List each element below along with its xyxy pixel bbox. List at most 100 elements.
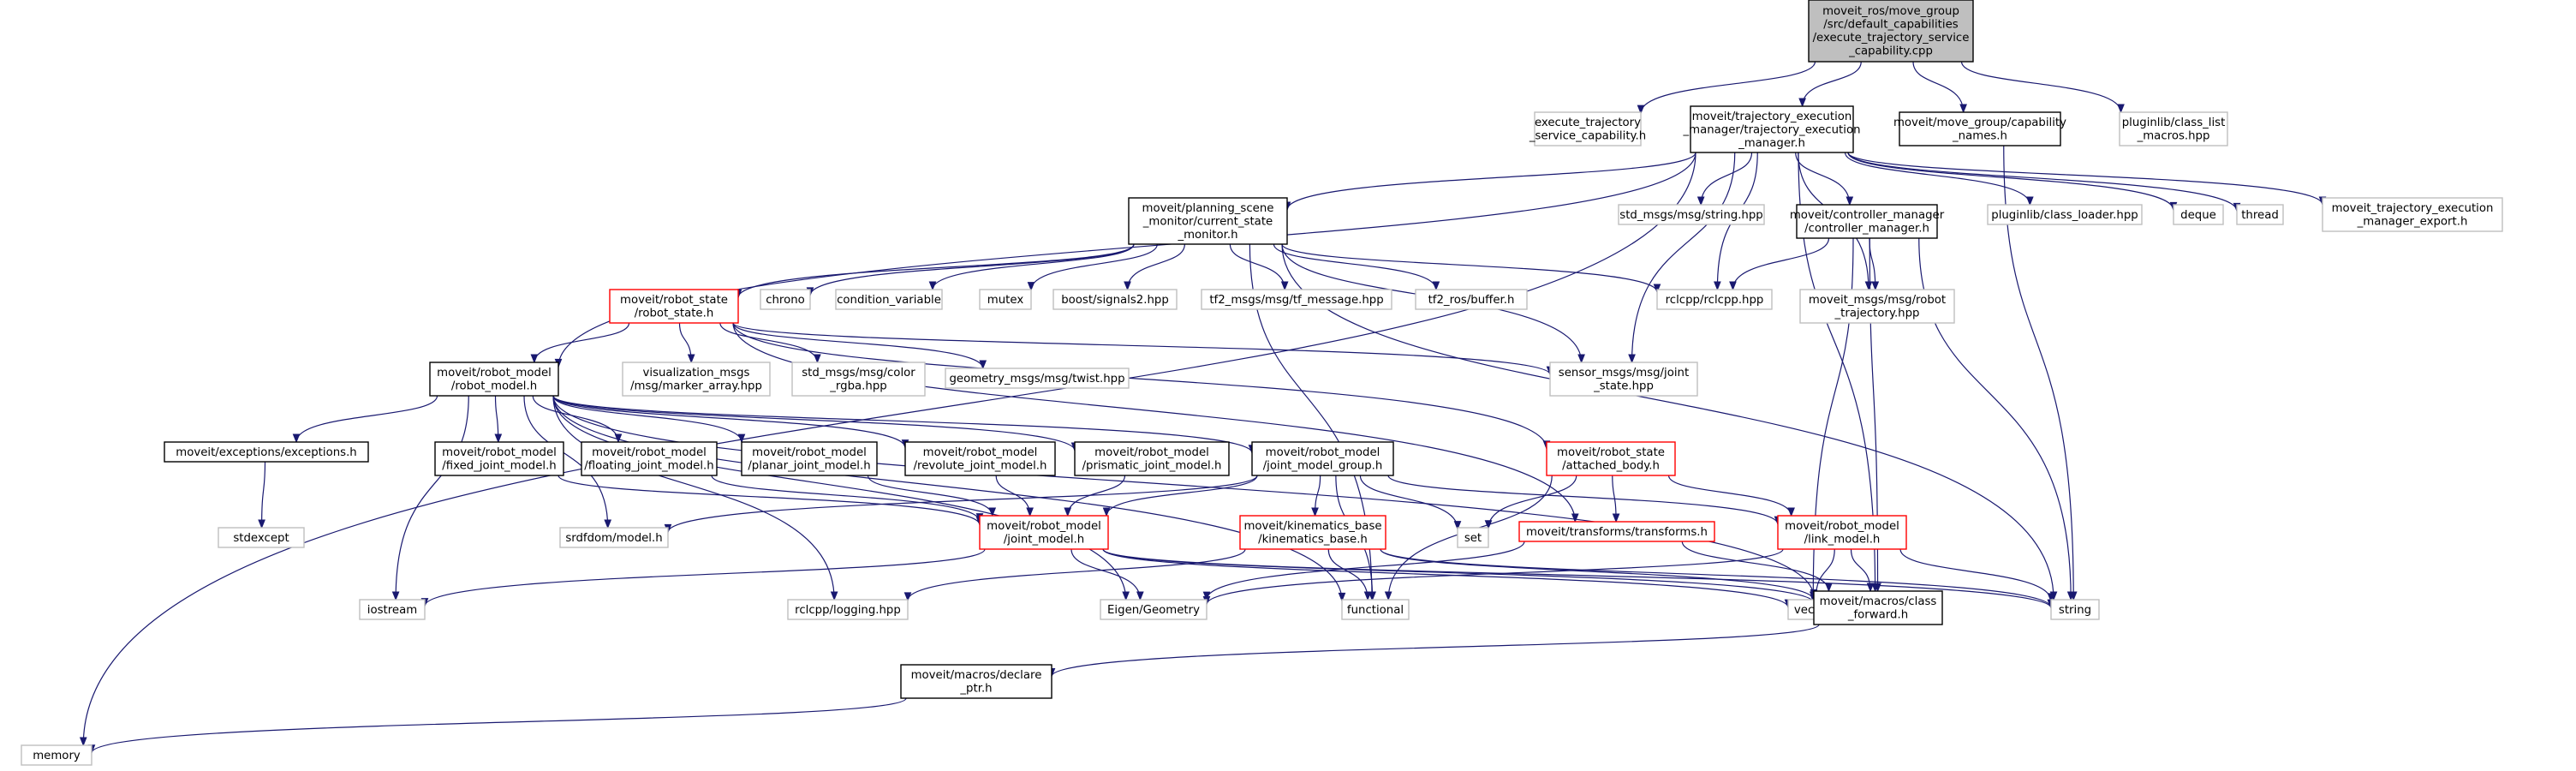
node-declareptr[interactable]: moveit/macros/declare_ptr.h: [900, 664, 1052, 699]
node-transforms[interactable]: moveit/transforms/transforms.h: [1518, 521, 1715, 542]
node-robotstate[interactable]: moveit/robot_state/robot_state.h: [609, 289, 739, 324]
node-robottraj[interactable]: moveit_msgs/msg/robot_trajectory.hpp: [1799, 289, 1955, 324]
node-label: thread: [2241, 209, 2279, 222]
node-label: functional: [1347, 604, 1404, 617]
node-attached[interactable]: moveit/robot_state/attached_body.h: [1546, 441, 1676, 476]
node-prismaticjm[interactable]: moveit/robot_model/prismatic_joint_model…: [1074, 441, 1230, 476]
node-strmsg[interactable]: std_msgs/msg/string.hpp: [1618, 204, 1765, 225]
node-label: _monitor.h: [1177, 229, 1237, 242]
edge-linkmodel-to-classfwd: [1850, 548, 1875, 593]
node-label: moveit_trajectory_execution: [2332, 202, 2494, 215]
node-planarjm[interactable]: moveit/robot_model/planar_joint_model.h: [741, 441, 878, 476]
node-floatingjm[interactable]: moveit/robot_model/floating_joint_model.…: [581, 441, 718, 476]
node-thread[interactable]: thread: [2236, 204, 2284, 225]
node-label: moveit/robot_model: [752, 446, 867, 459]
node-classfwd[interactable]: moveit/macros/class_forward.h: [1813, 590, 1943, 625]
node-ctrlmgr[interactable]: moveit/controller_manager/controller_man…: [1790, 204, 1945, 239]
node-srdf[interactable]: srdfdom/model.h: [559, 527, 669, 548]
node-functional[interactable]: functional: [1341, 599, 1410, 620]
node-jmg[interactable]: moveit/robot_model/joint_model_group.h: [1251, 441, 1394, 476]
node-box: [760, 289, 811, 310]
node-label: moveit/trajectory_execution: [1692, 111, 1852, 123]
node-box: [1987, 204, 2143, 225]
node-box: [835, 289, 943, 310]
node-label: tf2_ros/buffer.h: [1428, 294, 1515, 307]
node-set[interactable]: set: [1457, 527, 1489, 548]
node-box: [1618, 204, 1765, 225]
node-tfbuffer[interactable]: tf2_ros/buffer.h: [1415, 289, 1528, 310]
node-classlist[interactable]: pluginlib/class_list_macros.hpp: [2119, 111, 2228, 146]
node-twist[interactable]: geometry_msgs/msg/twist.hpp: [945, 368, 1130, 389]
node-rclcpp[interactable]: rclcpp/rclcpp.hpp: [1656, 289, 1773, 310]
node-classloader[interactable]: pluginlib/class_loader.hpp: [1987, 204, 2143, 225]
node-chrono[interactable]: chrono: [760, 289, 811, 310]
node-box: [434, 441, 564, 476]
node-label: /joint_model.h: [1004, 534, 1084, 547]
node-label: /kinematics_base.h: [1258, 534, 1368, 547]
node-label: _monitor/current_state: [1142, 215, 1273, 228]
node-root[interactable]: moveit_ros/move_group/src/default_capabi…: [1808, 0, 1974, 63]
node-box: [609, 289, 739, 324]
edge-tem-to-memory: [79, 152, 1696, 747]
node-colormsg[interactable]: std_msgs/msg/color_rgba.hpp: [791, 362, 926, 397]
edge-ctrlmgr-to-rclcpp: [1729, 237, 1830, 291]
node-capnames[interactable]: moveit/move_group/capability_names.h: [1893, 111, 2066, 146]
node-label: execute_trajectory: [1535, 117, 1641, 129]
node-signals2[interactable]: boost/signals2.hpp: [1052, 289, 1178, 310]
node-tfmsg[interactable]: tf2_msgs/msg/tf_message.hpp: [1201, 289, 1392, 310]
node-exec-h[interactable]: execute_trajectory_service_capability.h: [1529, 111, 1646, 146]
node-label: srdfdom/model.h: [565, 532, 662, 545]
edge-jmg-to-linkmodel: [1387, 475, 1782, 526]
node-stdexcept[interactable]: stdexcept: [218, 527, 305, 548]
node-label: _service_capability.h: [1529, 130, 1646, 143]
node-label: stdexcept: [233, 532, 289, 545]
node-label: _rgba.hpp: [829, 380, 886, 393]
edge-classfwd-to-declareptr: [1047, 624, 1820, 678]
node-label: set: [1464, 532, 1482, 545]
node-logging[interactable]: rclcpp/logging.hpp: [787, 599, 909, 620]
node-label: Eigen/Geometry: [1107, 604, 1200, 617]
node-label: moveit/controller_manager: [1790, 209, 1945, 222]
node-temexport[interactable]: moveit_trajectory_execution_manager_expo…: [2322, 197, 2503, 232]
node-label: /controller_manager.h: [1804, 223, 1929, 236]
node-fixedjm[interactable]: moveit/robot_model/fixed_joint_model.h: [434, 441, 564, 476]
node-jointstate[interactable]: sensor_msgs/msg/joint_state.hpp: [1549, 362, 1698, 397]
node-mutex[interactable]: mutex: [979, 289, 1032, 310]
node-label: tf2_msgs/msg/tf_message.hpp: [1209, 294, 1383, 307]
node-label: moveit/robot_model: [1266, 446, 1380, 459]
node-csm[interactable]: moveit/planning_scene_monitor/current_st…: [1128, 197, 1288, 245]
node-tem[interactable]: moveit/trajectory_execution_manager/traj…: [1682, 105, 1861, 153]
edge-robotmodel-to-eigen: [552, 395, 1130, 601]
node-deque[interactable]: deque: [2173, 204, 2224, 225]
node-memory[interactable]: memory: [21, 744, 92, 766]
node-label: moveit/planning_scene: [1142, 202, 1274, 215]
node-label: /revolute_joint_model.h: [914, 460, 1047, 473]
node-label: iostream: [367, 604, 417, 617]
node-box: [1808, 0, 1974, 63]
node-kinbase[interactable]: moveit/kinematics_base/kinematics_base.h: [1239, 515, 1386, 550]
node-label: /link_model.h: [1804, 534, 1881, 547]
node-robotmodel[interactable]: moveit/robot_model/robot_model.h: [429, 362, 559, 397]
node-label: /floating_joint_model.h: [584, 460, 713, 473]
node-condvar[interactable]: condition_variable: [835, 289, 943, 310]
edge-tem-to-csm: [1283, 152, 1696, 212]
node-iostream[interactable]: iostream: [359, 599, 426, 620]
node-jointmodel[interactable]: moveit/robot_model/joint_model.h: [979, 515, 1109, 550]
edge-csm-to-tfmsg: [1229, 243, 1289, 291]
node-linkmodel[interactable]: moveit/robot_model/link_model.h: [1777, 515, 1907, 550]
node-revolutejm[interactable]: moveit/robot_model/revolute_joint_model.…: [904, 441, 1056, 476]
node-box: [791, 362, 926, 397]
node-label: rclcpp/rclcpp.hpp: [1666, 294, 1764, 307]
node-label: moveit/robot_model: [923, 446, 1038, 459]
node-exceptions[interactable]: moveit/exceptions/exceptions.h: [164, 441, 369, 463]
node-string[interactable]: string: [2050, 599, 2100, 620]
node-box: [1796, 204, 1938, 239]
node-vizmsg[interactable]: visualization_msgs/msg/marker_array.hpp: [622, 362, 771, 397]
node-label: moveit/robot_model: [987, 520, 1101, 533]
node-label: /src/default_capabilities: [1823, 19, 1958, 32]
edge-attached-to-linkmodel: [1667, 475, 1795, 517]
edge-exceptions-to-stdexcept: [258, 461, 266, 529]
node-eigen[interactable]: Eigen/Geometry: [1100, 599, 1208, 620]
node-label: _manager.h: [1738, 137, 1805, 150]
node-box: [787, 599, 909, 620]
